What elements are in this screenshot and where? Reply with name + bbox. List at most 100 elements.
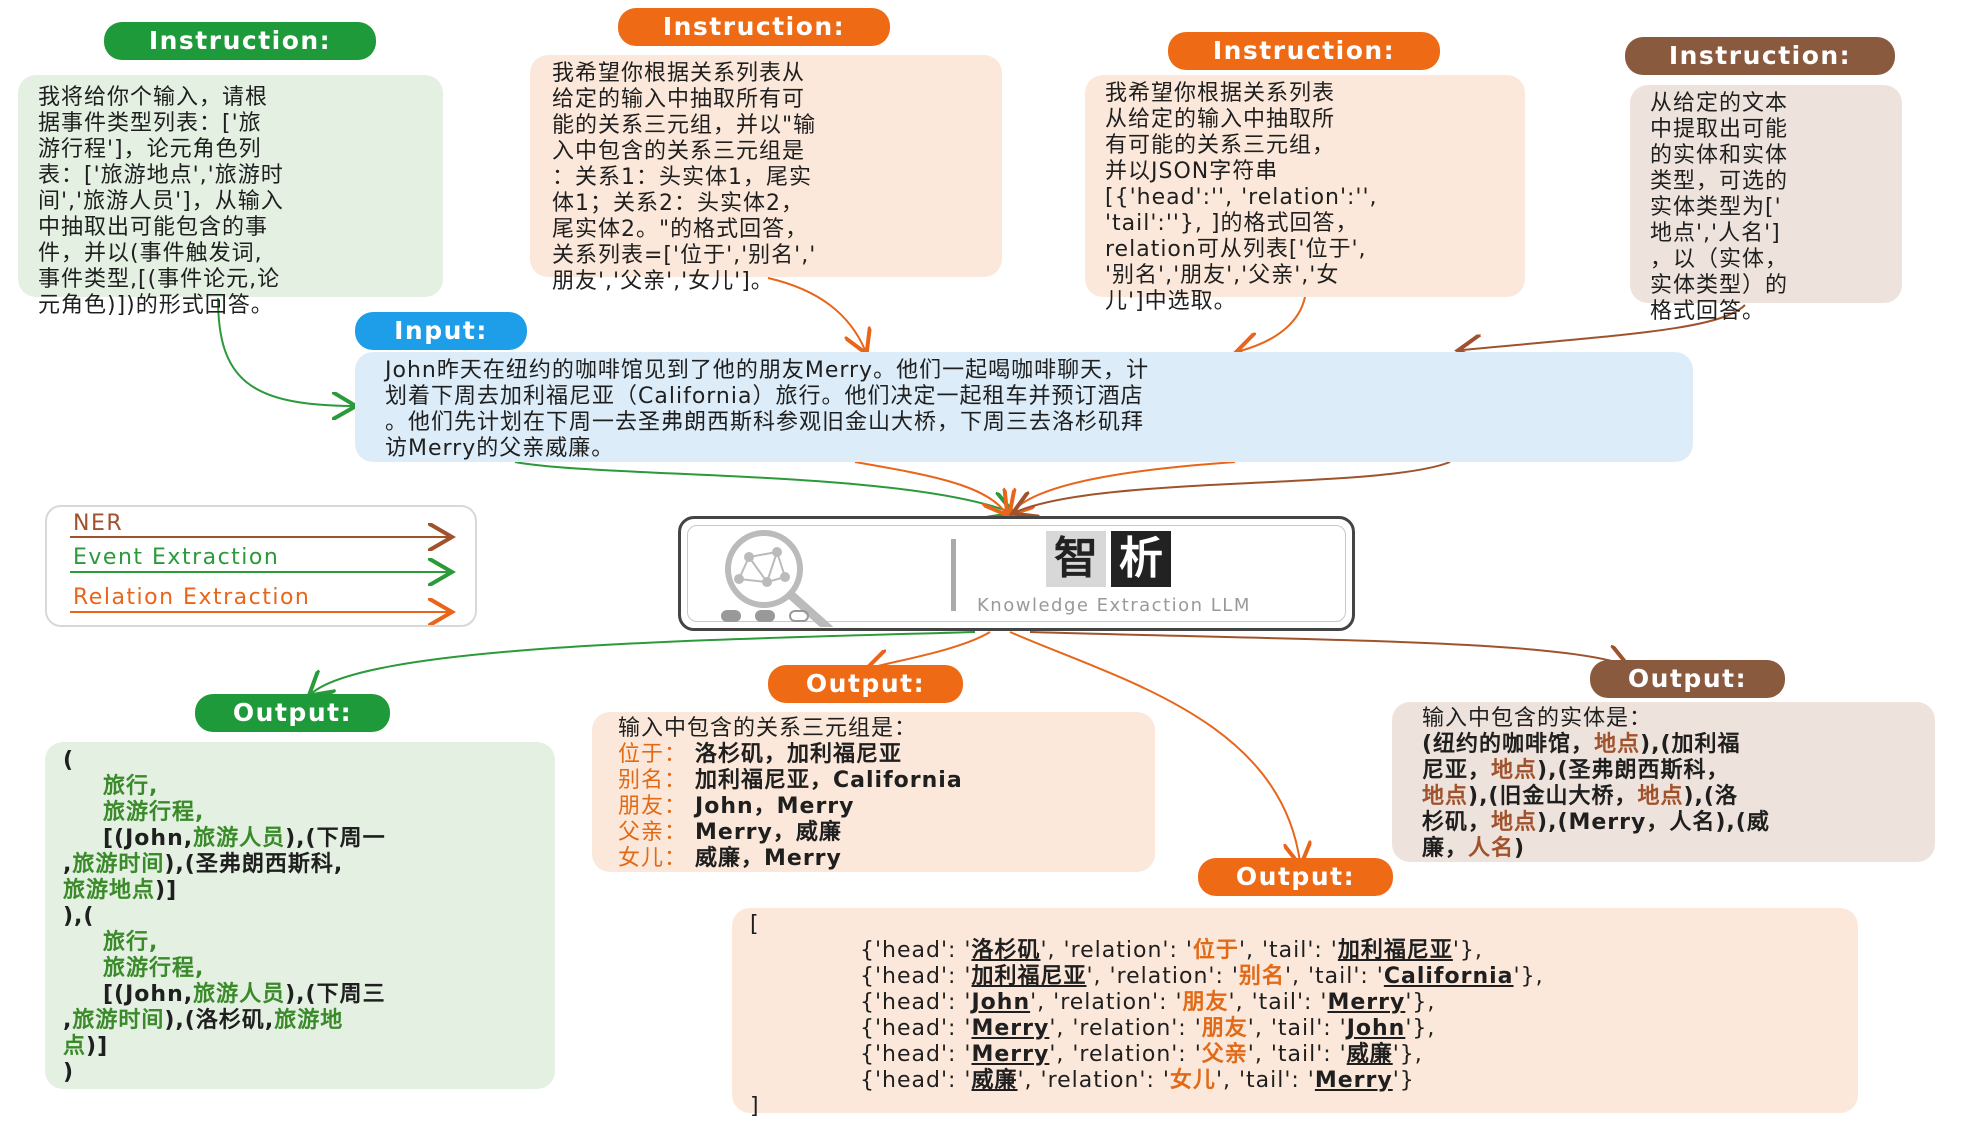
relation-row: 女儿： 威廉，Merry (618, 846, 1129, 872)
event-arg: [(John, (103, 982, 194, 1007)
relation2-instruction-line: '别名','朋友','父亲','女 (1105, 263, 1340, 288)
input-line: 。他们先计划在下周一去圣弗朗西斯科参观旧金山大桥，下周三去洛杉矶拜 (385, 410, 1145, 435)
json-head: 威廉 (971, 1068, 1018, 1093)
ner-instruction-line: 地点','人名'] (1650, 221, 1781, 246)
ner-entity: ),(加利福 (1640, 732, 1741, 757)
event-role: 旅游地 (274, 1008, 344, 1033)
event-instruction-line: 表：['旅游地点','旅游时 (38, 163, 284, 188)
event-arg: [(John, (103, 826, 194, 851)
ner-type: 地点 (1491, 758, 1538, 783)
arrow-llm-to-relation2-output (1009, 631, 1300, 862)
ner-entity: ),(圣弗朗西斯科， (1537, 758, 1730, 783)
ner-output-label: Output: (1590, 660, 1785, 698)
json-relation: 别名 (1238, 964, 1285, 989)
legend-relation: Relation Extraction (73, 585, 311, 610)
event-instruction-box: 我将给你个输入，请根 据事件类型列表：['旅 游行程']，论元角色列 表：['旅… (18, 75, 443, 318)
event-arg: ),(圣弗朗西斯科, (164, 852, 344, 877)
event-instruction-line: 事件类型,[(事件论元,论 (38, 267, 281, 292)
relation2-instruction-line: relation可从列表['位于', (1105, 237, 1367, 262)
arrow-ner-instruction-to-input (1462, 304, 1746, 350)
input-line: John昨天在纽约的咖啡馆见到了他的朋友Merry。他们一起喝咖啡聊天，计 (385, 358, 1150, 383)
event-trigger: 旅行, (103, 930, 159, 955)
event-instruction-label: Instruction: (104, 22, 376, 60)
ner-instruction-label: Instruction: (1625, 37, 1895, 75)
arrow-input-to-llm-ner (1016, 461, 1451, 512)
logo-char-xi: 析 (1111, 531, 1171, 587)
event-instruction-line: 中抽取出可能包含的事 (38, 215, 269, 240)
json-tail: Merry (1314, 1068, 1393, 1093)
legend: NER Event Extraction Relation Extraction (45, 505, 477, 627)
json-relation: 位于 (1192, 938, 1239, 963)
relation2-instruction-label: Instruction: (1168, 32, 1440, 70)
relation-type: 女儿： (618, 846, 688, 871)
json-tail: 加利福尼亚 (1337, 938, 1453, 963)
relation-type: 父亲： (618, 820, 688, 845)
event-trigger: 旅行, (103, 774, 159, 799)
arrow-llm-to-event-output (312, 631, 976, 693)
ner-type: 地点 (1422, 784, 1469, 809)
event-instruction-line: 据事件类型列表：['旅 (38, 111, 262, 136)
json-tail: 威廉 (1346, 1042, 1393, 1067)
json-relation: 朋友 (1201, 1016, 1248, 1041)
relation-instruction-line: 我希望你根据关系列表从 (552, 61, 806, 86)
event-instruction-line: 元角色)])的形式回答。 (38, 293, 274, 318)
magnifier-network-icon (725, 530, 834, 627)
json-relation: 父亲 (1201, 1042, 1248, 1067)
event-output-open: ( (63, 748, 75, 773)
relation2-instruction-line: 我希望你根据关系列表 (1105, 81, 1336, 106)
event-type: 旅游行程, (103, 800, 205, 825)
json-row: {'head': '威廉', 'relation': '女儿', 'tail':… (860, 1068, 1415, 1093)
relation-instruction-line: 入中包含的关系三元组是 (552, 139, 806, 164)
arrow-input-to-llm-relation (854, 461, 1005, 512)
event-arg: ),(下周一 (285, 826, 386, 851)
event-role: 旅游时间 (72, 1008, 165, 1033)
relation-entities: 加利福尼亚，California (695, 768, 963, 793)
event-arg: ),(洛杉矶, (164, 1008, 275, 1033)
knowledge-extraction-llm: 智 析 Knowledge Extraction LLM (678, 516, 1355, 631)
relation-instruction-label: Instruction: (618, 8, 890, 46)
json-relation: 女儿 (1169, 1068, 1216, 1093)
event-arg: ),(下周三 (285, 982, 386, 1007)
relation-instruction-line: 体1；关系2：头实体2， (552, 191, 804, 216)
json-open: [ (750, 912, 760, 937)
relation-instruction-line: 关系列表=['位于','别名',' (552, 243, 817, 268)
event-instruction-line: 件，并以(事件触发词, (38, 241, 263, 266)
event-instruction-line: 游行程']，论元角色列 (38, 137, 262, 162)
json-row: {'head': 'Merry', 'relation': '朋友', 'tai… (860, 1016, 1436, 1041)
relation-output-header: 输入中包含的关系三元组是： (618, 716, 918, 741)
json-row: {'head': '洛杉矶', 'relation': '位于', 'tail'… (860, 938, 1483, 963)
relation-instruction-line: ：关系1：头实体1，尾实 (552, 165, 812, 190)
legend-event: Event Extraction (73, 545, 280, 570)
relation2-instruction-line: [{'head':'', 'relation':'', (1105, 185, 1378, 210)
ner-instruction-line: 实体类型）的 (1650, 273, 1789, 298)
ner-entity: ),(Merry，人名),(威 (1537, 810, 1770, 835)
relation2-instruction-line: 'tail':''}, ]的格式回答， (1105, 211, 1359, 236)
ner-instruction-line: 中提取出可能 (1650, 117, 1789, 142)
json-tail: John (1346, 1016, 1406, 1041)
input-line: 划着下周去加利福尼亚（California）旅行。他们决定一起租车并预订酒店 (385, 384, 1144, 409)
llm-subtitle: Knowledge Extraction LLM (977, 595, 1251, 616)
relation-row: 位于： 洛杉矶，加利福尼亚 (618, 742, 1129, 768)
event-instruction-line: 间','旅游人员']，从输入 (38, 189, 284, 214)
relation-row: 父亲： Merry，威廉 (618, 820, 1129, 846)
indicator-dots (721, 607, 809, 626)
ner-instruction-line: 格式回答。 (1650, 299, 1766, 324)
ner-entity: (纽约的咖啡馆， (1422, 732, 1595, 757)
ner-instruction-line: 实体类型为[' (1650, 195, 1782, 220)
relation-type: 别名： (618, 768, 688, 793)
event-arg: , (63, 852, 73, 877)
relation-row: 朋友： John，Merry (618, 794, 1129, 820)
event-output-sep: ),( (63, 904, 95, 929)
arrow-relation2-instruction-to-input (1240, 296, 1306, 351)
relation-entities: John，Merry (695, 794, 855, 819)
ner-instruction-line: 类型，可选的 (1650, 169, 1789, 194)
ner-instruction-line: 的实体和实体 (1650, 143, 1789, 168)
arrow-input-to-llm-event (514, 461, 1010, 512)
event-output-label: Output: (195, 694, 390, 732)
json-row: {'head': 'John', 'relation': '朋友', 'tail… (860, 990, 1436, 1015)
event-arg: )] (86, 1034, 109, 1059)
event-arg: )] (155, 878, 178, 903)
ner-type: 地点 (1491, 810, 1538, 835)
event-type: 旅游行程, (103, 956, 205, 981)
arrow-input-to-llm-relation2 (1012, 461, 1236, 512)
